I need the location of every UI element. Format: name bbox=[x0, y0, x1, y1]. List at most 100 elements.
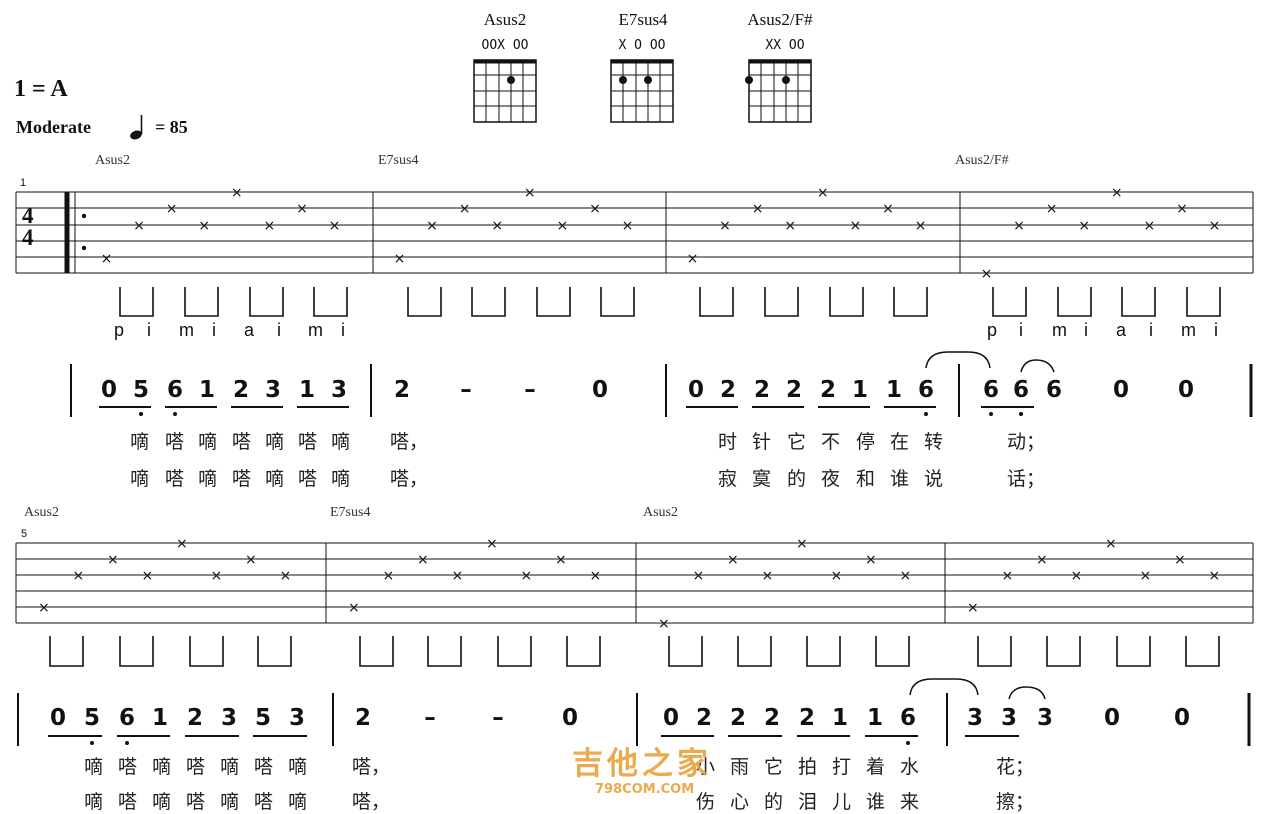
eighth-pair-stem bbox=[359, 636, 394, 667]
chord-label: Asus2/F# bbox=[955, 153, 1009, 168]
eighth-pair-stem bbox=[536, 287, 571, 317]
finger-dot bbox=[644, 76, 652, 84]
pimi-letter: i bbox=[1214, 320, 1218, 340]
tab-x-mark: × bbox=[1176, 201, 1188, 217]
jianpu-note: 6 bbox=[1012, 377, 1029, 403]
tab-staff-system-2 bbox=[15, 542, 1254, 624]
lyric-char: 嘀 bbox=[331, 431, 351, 453]
jianpu-note: 5 bbox=[83, 705, 100, 731]
tab-x-mark: × bbox=[817, 185, 829, 201]
tab-x-mark: × bbox=[245, 552, 257, 568]
lyric-char: 寞 bbox=[752, 468, 772, 490]
pimi-letter: m bbox=[308, 320, 323, 340]
eighth-pair-stem bbox=[875, 636, 910, 667]
lyric-char: 嘀 bbox=[331, 468, 351, 490]
pimi-letter: i bbox=[1084, 320, 1088, 340]
lyric-char: 嗒 bbox=[298, 431, 318, 453]
lyric-char: 谁 bbox=[890, 468, 910, 490]
chord-grid-asus2 bbox=[473, 59, 537, 123]
pimi-letter: p bbox=[987, 320, 998, 340]
tab-x-mark: × bbox=[556, 218, 568, 234]
lyric-char: 嗒 bbox=[186, 791, 206, 813]
jianpu-note: 6 bbox=[118, 705, 135, 731]
jianpu-note: 3 bbox=[220, 705, 237, 731]
pimi-letter: i bbox=[1019, 320, 1023, 340]
watermark-brand: 吉他之家 bbox=[572, 746, 712, 782]
tab-x-mark: × bbox=[899, 568, 911, 584]
eighth-pair-stem bbox=[1046, 636, 1081, 667]
eighth-pair-stem bbox=[471, 287, 506, 317]
lyric-char: 来 bbox=[900, 791, 920, 813]
tab-x-mark: × bbox=[849, 218, 861, 234]
key-signature: 1 = A bbox=[14, 76, 68, 102]
chord-label: E7sus4 bbox=[378, 153, 419, 168]
jianpu-note: 2 bbox=[819, 377, 836, 403]
jianpu-note: 6 bbox=[1045, 377, 1062, 403]
measure-number: 5 bbox=[21, 528, 28, 540]
tab-x-mark: × bbox=[198, 218, 210, 234]
lyric-char: 话； bbox=[1007, 468, 1046, 490]
tab-x-mark: × bbox=[1070, 568, 1082, 584]
eighth-pair-stem bbox=[1116, 636, 1151, 667]
lyric-char: 嘀 bbox=[265, 431, 285, 453]
tab-x-mark: × bbox=[1111, 185, 1123, 201]
jianpu-note: 1 bbox=[851, 377, 868, 403]
tab-staff-system-1 bbox=[15, 191, 1254, 274]
jianpu-note: 0 bbox=[591, 377, 608, 403]
tab-x-mark: × bbox=[727, 552, 739, 568]
jianpu-note: 2 bbox=[719, 377, 736, 403]
tab-x-mark: × bbox=[141, 568, 153, 584]
eighth-pair-stem bbox=[184, 287, 219, 317]
octave-dots-system-1 bbox=[139, 412, 1023, 416]
jianpu-note: – bbox=[524, 377, 536, 403]
lyric-char: 嗒 bbox=[118, 791, 138, 813]
eighth-pair-stem bbox=[249, 287, 284, 317]
eighth-pair-stem bbox=[764, 287, 799, 317]
tab-x-mark: × bbox=[555, 552, 567, 568]
jianpu-note: 3 bbox=[330, 377, 347, 403]
jianpu-note: 0 bbox=[687, 377, 704, 403]
chord-open-strings-asus2-fsharp: XX OO bbox=[765, 38, 805, 53]
lyric-char: 嘀 bbox=[152, 756, 172, 778]
lyric-char: 夜 bbox=[821, 468, 841, 490]
jianpu-note: 3 bbox=[1036, 705, 1053, 731]
lyric-char: 它 bbox=[787, 431, 807, 453]
tab-x-mark: × bbox=[882, 201, 894, 217]
tab-x-mark: × bbox=[1209, 218, 1221, 234]
lyric-char: 嗒， bbox=[352, 756, 391, 778]
tab-x-mark: × bbox=[279, 568, 291, 584]
tab-x-mark: × bbox=[459, 201, 471, 217]
jianpu-note: 0 bbox=[100, 377, 117, 403]
lyric-char: 嘀 bbox=[220, 791, 240, 813]
lyric-char: 嗒 bbox=[232, 431, 252, 453]
jianpu-note: 2 bbox=[186, 705, 203, 731]
tab-x-mark: × bbox=[348, 600, 360, 616]
lyric-char: 打 bbox=[832, 756, 852, 778]
tab-x-mark: × bbox=[210, 568, 222, 584]
tab-x-mark: × bbox=[915, 218, 927, 234]
tab-x-mark: × bbox=[101, 251, 113, 267]
jianpu-note: 1 bbox=[866, 705, 883, 731]
watermark-url: 798COM.COM bbox=[595, 782, 695, 797]
tab-x-mark: × bbox=[38, 600, 50, 616]
eighth-pair-stem bbox=[566, 636, 601, 667]
pimi-letter: a bbox=[1116, 320, 1127, 340]
lyric-char: 嘀 bbox=[288, 791, 308, 813]
tab-x-mark: × bbox=[752, 201, 764, 217]
tab-note-marks-system-1: ×××××××××××××××××××××××××××××××× bbox=[101, 185, 1221, 282]
chord-open-strings-asus2: OOX OO bbox=[481, 38, 529, 53]
jianpu-note: 2 bbox=[354, 705, 371, 731]
rhythm-stems-system-2 bbox=[49, 636, 1220, 667]
lyric-char: 嘀 bbox=[288, 756, 308, 778]
chord-label: Asus2 bbox=[643, 505, 679, 520]
pimi-letter: m bbox=[1052, 320, 1067, 340]
lyric-char: 嗒 bbox=[254, 791, 274, 813]
tab-x-mark: × bbox=[1174, 552, 1186, 568]
eighth-pair-stem bbox=[737, 636, 772, 667]
lyric-char: 寂 bbox=[718, 468, 738, 490]
jianpu-note: 1 bbox=[151, 705, 168, 731]
lyric-char: 花； bbox=[996, 756, 1035, 778]
chord-diagram-name-asus2-fsharp: Asus2/F# bbox=[747, 10, 813, 29]
jianpu-note: 0 bbox=[1103, 705, 1120, 731]
chord-open-strings-e7sus4: X O OO bbox=[618, 38, 666, 53]
